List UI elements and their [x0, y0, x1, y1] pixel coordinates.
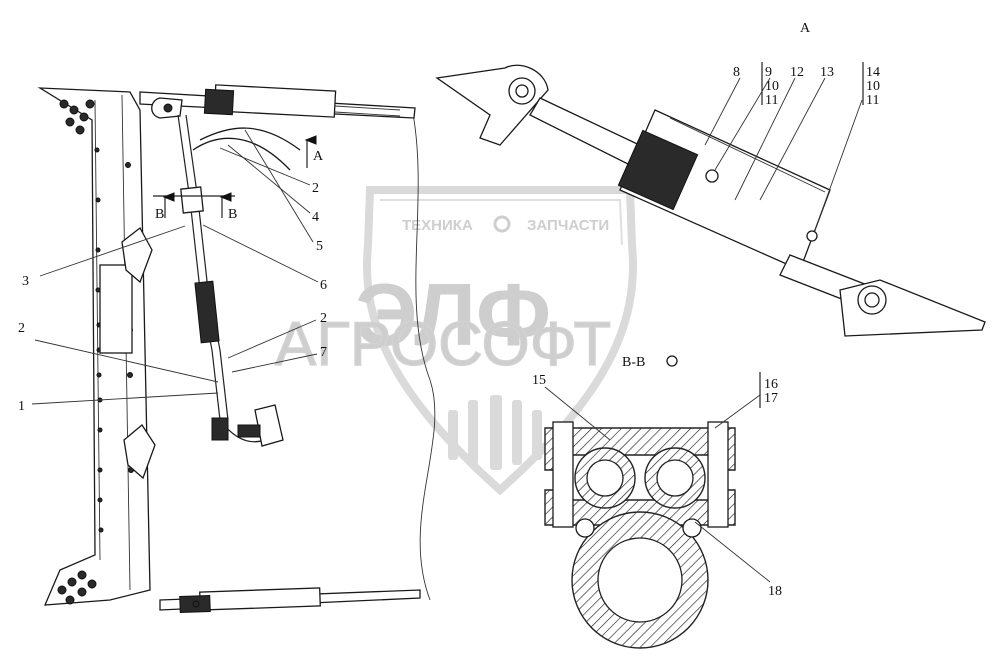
vertical-hydraulic-line [177, 114, 301, 447]
watermark-under: AГРОСОФТ [275, 310, 611, 379]
callout-6: 6 [320, 278, 327, 293]
callout-3: 3 [22, 274, 29, 289]
callout-5: 5 [316, 239, 323, 254]
callout-10-b: 10 [866, 79, 880, 94]
callout-1: 1 [18, 399, 25, 414]
callout-2-top: 2 [312, 181, 319, 196]
callout-2-left: 2 [18, 321, 25, 336]
callout-10-a: 10 [765, 79, 779, 94]
view-a-leaders [704, 77, 863, 231]
section-bb-callouts: 15 16 17 18 [532, 373, 782, 599]
section-bb-title: В-В [622, 355, 645, 370]
callout-15: 15 [532, 373, 546, 388]
left-leaders [31, 129, 319, 405]
callout-2-right: 2 [320, 311, 327, 326]
watermark-top-left: ТЕХНИКА [402, 217, 473, 234]
callout-8: 8 [733, 65, 740, 80]
callout-17: 17 [764, 391, 778, 406]
callout-11-b: 11 [866, 93, 879, 108]
view-a-callouts: 8 9 10 11 12 13 14 10 11 [733, 65, 880, 108]
callout-13: 13 [820, 65, 834, 80]
section-bb: В-В [544, 355, 761, 649]
callout-7: 7 [320, 345, 327, 360]
callout-4: 4 [312, 210, 319, 225]
left-callouts: 3 6 2 4 5 2 7 2 1 [18, 181, 327, 414]
view-a-marker: A [313, 149, 324, 164]
section-b-right-label: В [228, 207, 237, 222]
watermark-top-right: ЗАПЧАСТИ [527, 217, 609, 234]
callout-9: 9 [765, 65, 772, 80]
gear-icon [493, 215, 511, 233]
left-frame [37, 87, 436, 606]
wheat-icon [448, 395, 542, 470]
watermark: ТЕХНИКА ЗАПЧАСТИ ЭЛФ AГРОСОФТ [274, 186, 637, 496]
section-bb-leaders [544, 386, 771, 583]
view-a-title: A [800, 21, 811, 36]
top-cylinder-assembly [139, 84, 416, 119]
callout-14: 14 [866, 65, 880, 80]
section-marks: В В A [153, 135, 324, 222]
view-a: A [435, 21, 986, 337]
callout-12: 12 [790, 65, 804, 80]
bottom-cylinder-assembly [159, 587, 421, 614]
callout-11-a: 11 [765, 93, 778, 108]
callout-18: 18 [768, 584, 782, 599]
watermark-logo: ЭЛФ [355, 265, 551, 364]
section-b-left-label: В [155, 207, 164, 222]
callout-16: 16 [764, 377, 778, 392]
